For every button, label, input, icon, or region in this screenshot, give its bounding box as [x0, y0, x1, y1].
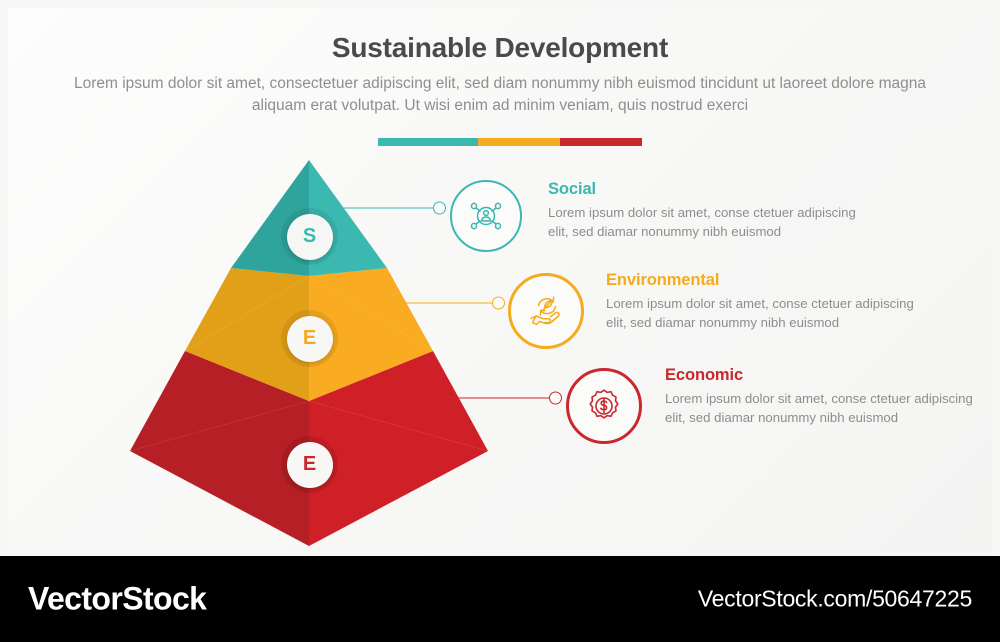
- pyramid-tier-bottom-left-face-2[interactable]: [130, 351, 309, 451]
- item-block-social: Social Lorem ipsum dolor sit amet, conse…: [548, 180, 858, 241]
- pyramid-tier-bottom-left-face[interactable]: [130, 401, 309, 546]
- pyramid-badge-environmental[interactable]: E: [281, 310, 338, 367]
- item-body-economic: Lorem ipsum dolor sit amet, conse ctetue…: [665, 391, 973, 425]
- pyramid-badge-social[interactable]: S: [281, 208, 338, 265]
- pyramid-tier-middle-left-face[interactable]: [185, 276, 309, 401]
- connector-social-line: [321, 207, 433, 209]
- pyramid-tier-bottom-right-face[interactable]: [309, 401, 488, 546]
- connector-social: [321, 201, 446, 215]
- item-heading-environmental: Environmental: [606, 271, 720, 289]
- connector-social-endpoint: [433, 201, 446, 215]
- connector-environmental-line: [380, 302, 492, 304]
- item-block-environmental: Environmental Lorem ipsum dolor sit amet…: [606, 271, 916, 332]
- item-body-environmental: Lorem ipsum dolor sit amet, conse ctetue…: [606, 296, 914, 330]
- connector-economic-line: [437, 397, 549, 399]
- icon-medallion-environmental[interactable]: [508, 273, 584, 349]
- pyramid-badge-economic[interactable]: E: [281, 436, 338, 493]
- item-block-economic: Economic Lorem ipsum dolor sit amet, con…: [665, 366, 975, 427]
- icon-medallion-social[interactable]: [450, 180, 522, 252]
- vectorstock-brand: VectorStock: [28, 580, 207, 617]
- connector-economic: [437, 391, 562, 405]
- content-card: Sustainable Development Lorem ipsum dolo…: [8, 8, 992, 553]
- page-title: Sustainable Development: [331, 32, 669, 63]
- pyramid-tier-bottom-right-face-2[interactable]: [309, 351, 488, 451]
- vectorstock-url: VectorStock.com/50647225: [697, 585, 972, 612]
- icon-medallion-economic[interactable]: [566, 368, 642, 444]
- hand-leaf-recycle-icon: [530, 296, 560, 326]
- three-tier-pyramid: S E E: [118, 148, 508, 558]
- connector-environmental-endpoint: [492, 296, 505, 310]
- pyramid-tier-middle-left-face-2[interactable]: [185, 268, 309, 351]
- accent-bar-segment-teal: [378, 138, 479, 146]
- connector-economic-endpoint: [549, 391, 562, 405]
- accent-bar: [378, 138, 642, 146]
- watermark-footer: VectorStock VectorStock.com/50647225: [0, 556, 1000, 642]
- pyramid-badge-environmental-label: E: [302, 327, 317, 349]
- pyramid-tier-middle-right-face-2[interactable]: [309, 268, 433, 351]
- accent-bar-segment-red: [560, 138, 642, 146]
- accent-bar-segment-yellow: [478, 138, 561, 146]
- pyramid-badge-economic-label: E: [302, 453, 317, 475]
- pyramid-badge-social-label: S: [302, 225, 317, 247]
- item-body-social: Lorem ipsum dolor sit amet, conse ctetue…: [548, 205, 856, 239]
- item-heading-economic: Economic: [665, 366, 744, 384]
- people-network-icon: [470, 202, 502, 230]
- page-subtitle: Lorem ipsum dolor sit amet, consectetuer…: [73, 75, 927, 114]
- connector-environmental: [380, 296, 505, 310]
- gear-dollar-icon: [589, 389, 619, 419]
- item-heading-social: Social: [548, 180, 597, 198]
- pyramid-tier-middle-right-face[interactable]: [309, 276, 433, 401]
